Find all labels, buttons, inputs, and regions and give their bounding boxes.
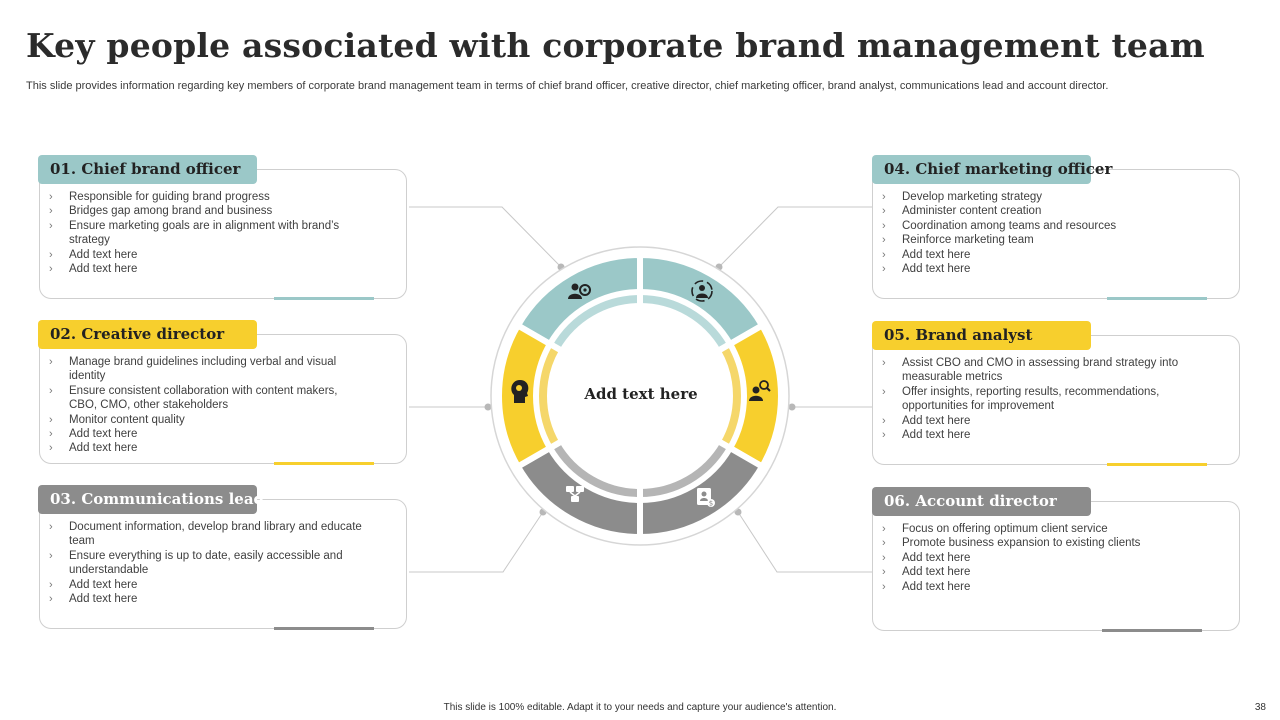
card-item: ›Offer insights, reporting results, reco… <box>882 385 1160 413</box>
chevron-right-icon: › <box>882 219 886 232</box>
team-network-icon <box>566 486 584 502</box>
chevron-right-icon: › <box>49 263 53 276</box>
card-item: ›Monitor content quality <box>49 413 185 426</box>
card-chief-marketing-officer: ›Develop marketing strategy ›Administer … <box>872 169 1240 300</box>
card-item: ›Add text here <box>882 248 971 261</box>
chevron-right-icon: › <box>882 414 886 427</box>
chevron-right-icon: › <box>882 191 886 203</box>
chevron-right-icon: › <box>49 205 53 218</box>
chevron-right-icon: › <box>882 537 886 550</box>
account-document-icon: $ <box>697 488 715 508</box>
wheel-center-circle <box>550 306 730 486</box>
card-item: ›Coordination among teams and resources <box>882 219 1117 232</box>
chevron-right-icon: › <box>49 593 53 606</box>
svg-text:$: $ <box>709 500 713 508</box>
chevron-right-icon: › <box>49 428 53 441</box>
slide-title: Key people associated with corporate bra… <box>26 26 1205 65</box>
card-item: ›Ensure everything is up to date, easily… <box>49 549 343 577</box>
chevron-right-icon: › <box>882 580 886 593</box>
card-label: 04. Chief marketing officer <box>872 155 1112 184</box>
chevron-right-icon: › <box>49 413 53 426</box>
card-label: 06. Account director <box>872 487 1091 516</box>
wheel-center-text: Add text here <box>584 385 698 403</box>
chevron-right-icon: › <box>882 551 886 564</box>
page-number: 38 <box>1254 702 1266 713</box>
slide-subtitle: This slide provides information regardin… <box>26 80 1109 92</box>
card-creative-director: ›Manage brand guidelines including verba… <box>39 334 407 465</box>
card-accent-bar <box>274 627 374 630</box>
card-item: ›Add text here <box>49 442 138 455</box>
chevron-right-icon: › <box>882 248 886 261</box>
card-item: ›Responsible for guiding brand progress <box>49 191 270 203</box>
card-communications-lead: ›Document information, develop brand lib… <box>39 499 407 630</box>
card-item: ›Ensure consistent collaboration with co… <box>49 384 338 412</box>
chevron-right-icon: › <box>49 384 53 397</box>
card-label: 05. Brand analyst <box>872 321 1091 350</box>
card-item: ›Add text here <box>49 428 138 441</box>
card-accent-bar <box>1107 297 1207 300</box>
executive-icon <box>568 283 591 299</box>
card-item: ›Administer content creation <box>882 205 1042 218</box>
card-item: ›Add text here <box>882 414 971 427</box>
card-item: ›Add text here <box>49 248 138 261</box>
chevron-right-icon: › <box>882 357 886 369</box>
card-items: ›Responsible for guiding brand progress … <box>49 190 366 276</box>
card-item: ›Add text here <box>882 580 971 593</box>
chevron-right-icon: › <box>882 523 886 535</box>
chevron-right-icon: › <box>49 191 53 203</box>
card-brand-analyst: ›Assist CBO and CMO in assessing brand s… <box>872 335 1240 466</box>
card-chief-brand-officer: ›Responsible for guiding brand progress … <box>39 169 407 300</box>
card-items: ›Document information, develop brand lib… <box>49 520 366 606</box>
role-wheel: $ <box>490 246 790 546</box>
slide-footer: This slide is 100% editable. Adapt it to… <box>443 702 837 713</box>
card-item: ›Promote business expansion to existing … <box>882 537 1141 550</box>
card-accent-bar <box>1102 629 1202 632</box>
card-accent-bar <box>274 462 374 465</box>
card-account-director: ›Focus on offering optimum client servic… <box>872 501 1240 632</box>
chevron-right-icon: › <box>882 566 886 579</box>
card-label: 01. Chief brand officer <box>38 155 257 184</box>
chevron-right-icon: › <box>882 385 886 398</box>
wheel-segments <box>496 251 784 541</box>
card-item: ›Add text here <box>49 578 138 591</box>
card-accent-bar <box>274 297 374 300</box>
card-item: ›Document information, develop brand lib… <box>49 521 362 548</box>
card-item: ›Assist CBO and CMO in assessing brand s… <box>882 357 1179 384</box>
target-person-icon <box>691 280 713 302</box>
card-item: ›Bridges gap among brand and business <box>49 205 273 218</box>
chevron-right-icon: › <box>49 356 53 368</box>
chevron-right-icon: › <box>49 248 53 261</box>
card-accent-bar <box>1107 463 1207 466</box>
card-item: ›Develop marketing strategy <box>882 191 1042 203</box>
chevron-right-icon: › <box>49 521 53 533</box>
card-label: 03. Communications lead <box>38 485 264 514</box>
chevron-right-icon: › <box>882 205 886 218</box>
card-items: ›Develop marketing strategy ›Administer … <box>882 190 1199 276</box>
card-label: 02. Creative director <box>38 320 257 349</box>
card-item: ›Add text here <box>49 263 138 276</box>
card-items: ›Focus on offering optimum client servic… <box>882 522 1199 594</box>
chevron-right-icon: › <box>882 263 886 276</box>
chevron-right-icon: › <box>49 442 53 455</box>
card-item: ›Reinforce marketing team <box>882 234 1034 247</box>
card-item: ›Add text here <box>49 593 138 606</box>
chevron-right-icon: › <box>882 234 886 247</box>
card-item: ›Add text here <box>882 566 971 579</box>
card-items: ›Manage brand guidelines including verba… <box>49 355 366 456</box>
card-items: ›Assist CBO and CMO in assessing brand s… <box>882 356 1199 442</box>
card-item: ›Focus on offering optimum client servic… <box>882 523 1108 535</box>
chevron-right-icon: › <box>49 549 53 562</box>
card-item: ›Manage brand guidelines including verba… <box>49 356 337 383</box>
chevron-right-icon: › <box>49 578 53 591</box>
chevron-right-icon: › <box>49 219 53 232</box>
card-item: ›Add text here <box>882 551 971 564</box>
chevron-right-icon: › <box>882 429 886 442</box>
creative-head-icon <box>511 380 529 403</box>
card-item: ›Add text here <box>882 263 971 276</box>
analyst-search-icon <box>749 380 771 401</box>
card-item: ›Ensure marketing goals are in alignment… <box>49 219 340 247</box>
card-item: ›Add text here <box>882 429 971 442</box>
